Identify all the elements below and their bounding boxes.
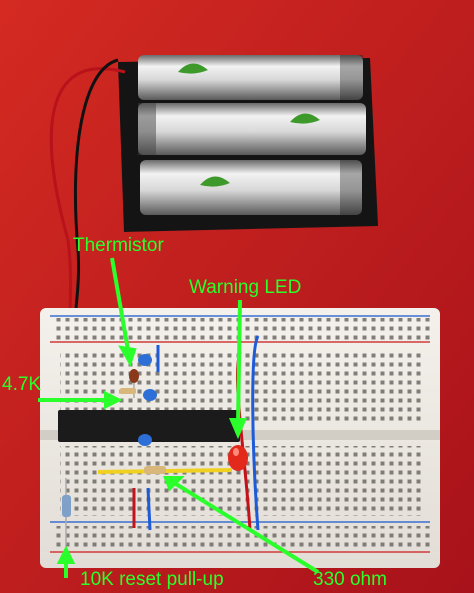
brand-leaf-graphic xyxy=(178,63,208,74)
blue-capacitor xyxy=(138,354,157,446)
annotation-arrow xyxy=(163,476,320,574)
battery-cell xyxy=(138,55,363,100)
blue-jumper-wire xyxy=(146,335,260,531)
warning-led xyxy=(228,445,248,471)
battery-cell xyxy=(138,103,366,155)
annotation-arrow xyxy=(38,390,123,410)
annotation-arrow xyxy=(110,257,137,367)
resistor-10k-reset-pullup xyxy=(62,478,71,545)
battery-red-wire xyxy=(49,67,126,319)
microcontroller-chip xyxy=(58,410,240,442)
battery-holder xyxy=(118,55,378,232)
resistor-4-7k xyxy=(120,388,136,394)
resistor-4-7k-label: 4.7K xyxy=(2,374,42,395)
battery-cell xyxy=(140,160,362,215)
brand-leaf-graphic xyxy=(290,113,320,124)
resistor-330-ohm xyxy=(144,466,166,474)
brand-leaf-graphic xyxy=(200,176,230,187)
annotation-arrow xyxy=(228,299,248,440)
reset-pullup-label: 10K reset pull-up xyxy=(80,569,224,590)
battery-black-wire xyxy=(73,58,119,319)
resistor-330-label: 330 ohm xyxy=(313,569,387,590)
annotation-arrow xyxy=(56,545,76,578)
thermistor-label: Thermistor xyxy=(73,235,164,256)
warning-led-label: Warning LED xyxy=(189,277,302,298)
